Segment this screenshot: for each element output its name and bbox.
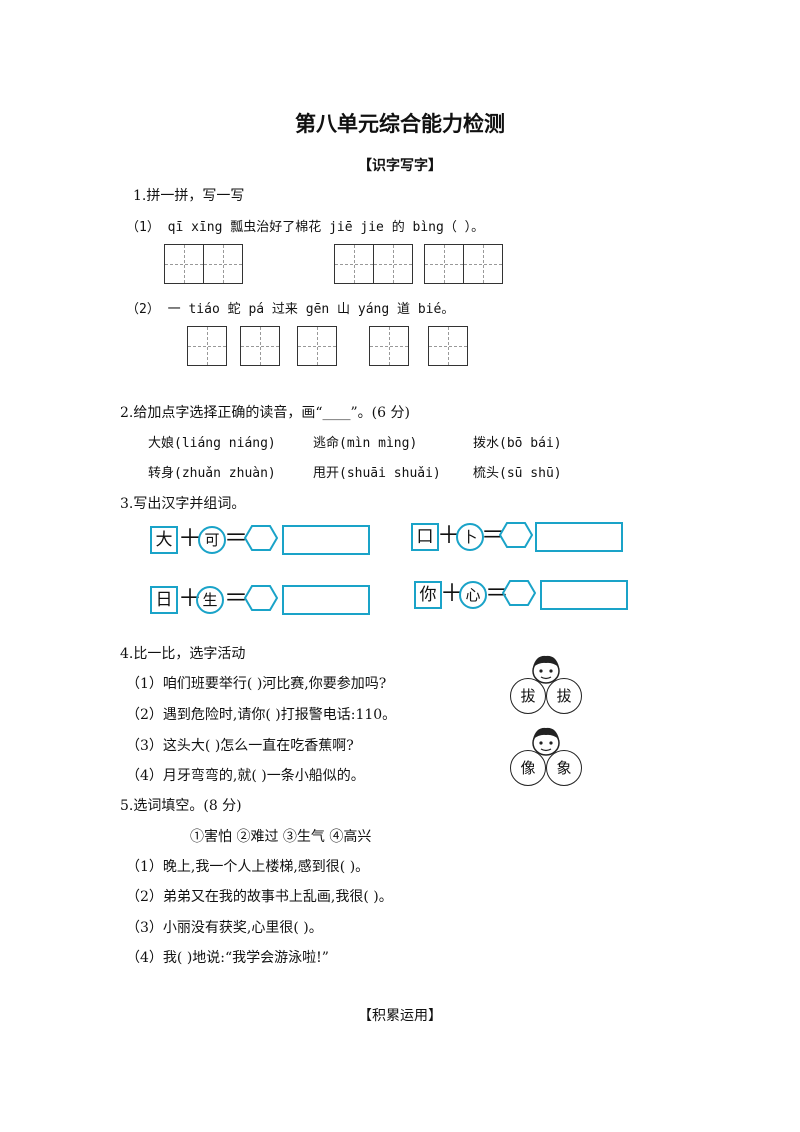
child-face-icon	[532, 727, 560, 756]
page-title: 第八单元综合能力检测	[295, 112, 505, 136]
choice-char[interactable]: 象	[546, 750, 582, 786]
writing-grid[interactable]	[369, 326, 409, 366]
choice-char[interactable]: 拔	[510, 678, 546, 714]
q2-option[interactable]: 拨水(bō bái)	[473, 436, 562, 451]
component-char: 心	[459, 581, 487, 609]
q5-heading: 5.选词填空。(8 分)	[120, 798, 242, 814]
q5-line: （2）弟弟又在我的故事书上乱画,我很( )。	[126, 889, 393, 905]
word-answer-box[interactable]	[282, 525, 370, 555]
q5-line: （3）小丽没有获奖,心里很( )。	[126, 920, 323, 936]
q4-heading: 4.比一比，选字活动	[120, 646, 246, 662]
q2-option[interactable]: 大娘(liáng niáng)	[148, 436, 276, 451]
choice-char[interactable]: 拔	[546, 678, 582, 714]
component-char: 日	[150, 586, 178, 614]
character-choice-group: 拔 拔	[508, 654, 584, 718]
q2-heading: 2.给加点字选择正确的读音，画“____”。(6 分)	[120, 405, 410, 421]
component-char: 你	[414, 581, 442, 609]
component-char: 口	[411, 523, 439, 551]
q4-line: （3）这头大( )怎么一直在吃香蕉啊?	[126, 738, 354, 754]
answer-hexagon[interactable]	[244, 525, 278, 551]
word-answer-box[interactable]	[535, 522, 623, 552]
section-heading-literacy: 【识字写字】	[358, 158, 442, 174]
component-char: 生	[196, 586, 224, 614]
q1-heading: 1.拼一拼，写一写	[133, 188, 245, 204]
writing-grid[interactable]	[164, 244, 243, 284]
child-face-icon	[532, 655, 560, 684]
q2-option[interactable]: 梳头(sū shū)	[473, 466, 562, 481]
section-heading-accumulation: 【积累运用】	[358, 1008, 442, 1024]
q5-line: （1）晚上,我一个人上楼梯,感到很( )。	[126, 859, 370, 875]
character-choice-group: 像 象	[508, 726, 584, 790]
answer-hexagon[interactable]	[502, 580, 536, 606]
q2-option[interactable]: 甩开(shuāi shuǎi)	[313, 466, 441, 481]
q4-line: （2）遇到危险时,请你( )打报警电话:110。	[126, 707, 397, 723]
q4-line: （1）咱们班要举行( )河比赛,你要参加吗?	[126, 676, 387, 692]
writing-grid[interactable]	[297, 326, 337, 366]
q1-line-1: （1） qī xīng 瓢虫治好了棉花 jiē jie 的 bìng（ ）。	[126, 220, 485, 235]
word-answer-box[interactable]	[282, 585, 370, 615]
choice-char[interactable]: 像	[510, 750, 546, 786]
writing-grid[interactable]	[240, 326, 280, 366]
component-char: 可	[198, 526, 226, 554]
word-answer-box[interactable]	[540, 580, 628, 610]
writing-grid[interactable]	[334, 244, 413, 284]
q1-line-2: （2） 一 tiáo 蛇 pá 过来 gēn 山 yáng 道 bié。	[126, 302, 455, 317]
component-char: 大	[150, 526, 178, 554]
q5-options: ①害怕 ②难过 ③生气 ④高兴	[190, 829, 372, 845]
q2-option[interactable]: 转身(zhuǎn zhuàn)	[148, 466, 276, 481]
answer-hexagon[interactable]	[499, 522, 533, 548]
component-char: 卜	[456, 523, 484, 551]
answer-hexagon[interactable]	[244, 585, 278, 611]
writing-grid[interactable]	[428, 326, 468, 366]
q2-option[interactable]: 逃命(mìn mìng)	[313, 436, 418, 451]
q5-line: （4）我( )地说:“我学会游泳啦!”	[126, 950, 329, 966]
equals-sign: ＝	[485, 579, 509, 607]
q3-heading: 3.写出汉字并组词。	[120, 496, 246, 512]
writing-grid[interactable]	[187, 326, 227, 366]
writing-grid[interactable]	[424, 244, 503, 284]
q4-line: （4）月牙弯弯的,就( )一条小船似的。	[126, 768, 365, 784]
